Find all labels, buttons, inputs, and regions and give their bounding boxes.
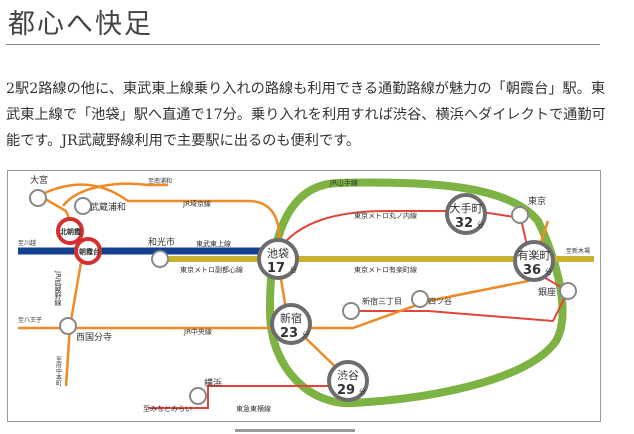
station-asakadai-marker	[74, 237, 102, 265]
label-jr-chuo: JR中央線	[183, 327, 212, 336]
station-musashi-urawa-marker	[74, 197, 92, 215]
label-dir-fuchu-hommachi: 至府中本町	[55, 356, 62, 386]
label-jr-musashino: JR武蔵野線	[54, 270, 62, 306]
unit-shibuya: 分	[359, 387, 366, 396]
bottom-tab-indicator	[235, 429, 355, 432]
label-nishi-kokubunji: 西国分寺	[76, 332, 112, 343]
station-nishi-kokubunji-marker	[59, 317, 77, 335]
label-dir-minatomirai: 至みなとみらい	[143, 405, 192, 413]
hub-ikebukuro-marker	[257, 238, 299, 280]
hub-shibuya-marker	[327, 360, 369, 402]
line-jr-yamanote	[265, 178, 567, 408]
label-wakoshi: 和光市	[148, 236, 175, 248]
station-kita-asaka-marker	[56, 217, 84, 245]
label-jr-yamanote: JR山手線	[329, 178, 358, 187]
route-map-svg: 池袋 17 分 新宿 23 分 渋谷 29 分 大手町 32 分 有楽町 36 …	[18, 174, 594, 413]
label-tokyo: 東京	[528, 195, 546, 207]
label-musashi-urawa: 武蔵浦和	[90, 201, 126, 213]
station-yotsuya-marker	[411, 290, 429, 308]
label-dir-shin-kiba: 至新木場	[566, 247, 590, 255]
route-map: 池袋 17 分 新宿 23 分 渋谷 29 分 大手町 32 分 有楽町 36 …	[7, 170, 601, 422]
label-ginza: 銀座	[538, 286, 556, 298]
unit-otemachi: 分	[477, 220, 484, 229]
minutes-shinjuku: 23	[280, 326, 298, 341]
minutes-otemachi: 32	[455, 216, 473, 231]
unit-yurakucho: 分	[545, 267, 552, 276]
hub-otemachi-marker	[445, 193, 487, 235]
minutes-ikebukuro: 17	[267, 261, 285, 276]
line-tokyu-toyoko	[148, 385, 348, 409]
label-tobu-tojo: 東武東上線	[196, 239, 231, 248]
station-yokohama-marker	[189, 387, 207, 405]
station-wakoshi-marker	[151, 250, 169, 268]
label-dir-hachioji: 至八王子	[18, 317, 42, 324]
label-omiya: 大宮	[30, 174, 48, 186]
hub-shinjuku-marker	[270, 303, 312, 345]
unit-ikebukuro: 分	[290, 265, 297, 274]
label-yokohama: 横浜	[204, 377, 222, 389]
minutes-yurakucho: 36	[523, 263, 541, 278]
label-yotsuya: 四ツ谷	[428, 297, 452, 306]
label-shinjuku: 新宿	[280, 311, 302, 325]
page-title: 都心へ快足	[8, 9, 153, 40]
description-text: 2駅2路線の他に、東武東上線乗り入れの路線も利用できる通勤路線が魅力の「朝霞台」…	[6, 81, 606, 149]
label-dir-minami-urawa: 至南浦和	[148, 177, 172, 185]
line-jr-musashino-north	[62, 182, 168, 207]
title-divider	[6, 44, 600, 45]
station-tokyo-marker	[511, 206, 529, 224]
station-omiya-marker	[29, 189, 47, 207]
label-asakadai: 朝霞台	[79, 247, 100, 256]
label-metro-yurakucho: 東京メトロ有楽町線	[354, 265, 417, 274]
label-dir-kawagoe: 至川越	[18, 239, 36, 247]
label-otemachi: 大手町	[450, 201, 483, 215]
unit-shinjuku: 分	[302, 330, 309, 339]
label-tokyu-toyoko: 東急東横線	[236, 404, 271, 413]
label-shibuya: 渋谷	[337, 369, 359, 382]
label-jr-saikyo: JR埼京線	[182, 199, 211, 208]
line-jr-saikyo	[37, 183, 281, 252]
label-shinjuku-sanchome: 新宿三丁目	[362, 296, 402, 306]
label-metro-marunouchi: 東京メトロ丸ノ内線	[354, 211, 417, 220]
station-shinjuku-sanchome-marker	[342, 302, 360, 320]
label-yurakucho: 有楽町	[518, 248, 551, 262]
label-ikebukuro: 池袋	[267, 246, 289, 260]
minutes-shibuya: 29	[337, 383, 355, 398]
hub-yurakucho-marker	[513, 240, 555, 282]
label-metro-fukutoshin: 東京メトロ副都心線	[180, 265, 243, 274]
station-ginza-marker	[559, 282, 577, 300]
label-kita-asaka: 北朝霞	[60, 227, 82, 236]
